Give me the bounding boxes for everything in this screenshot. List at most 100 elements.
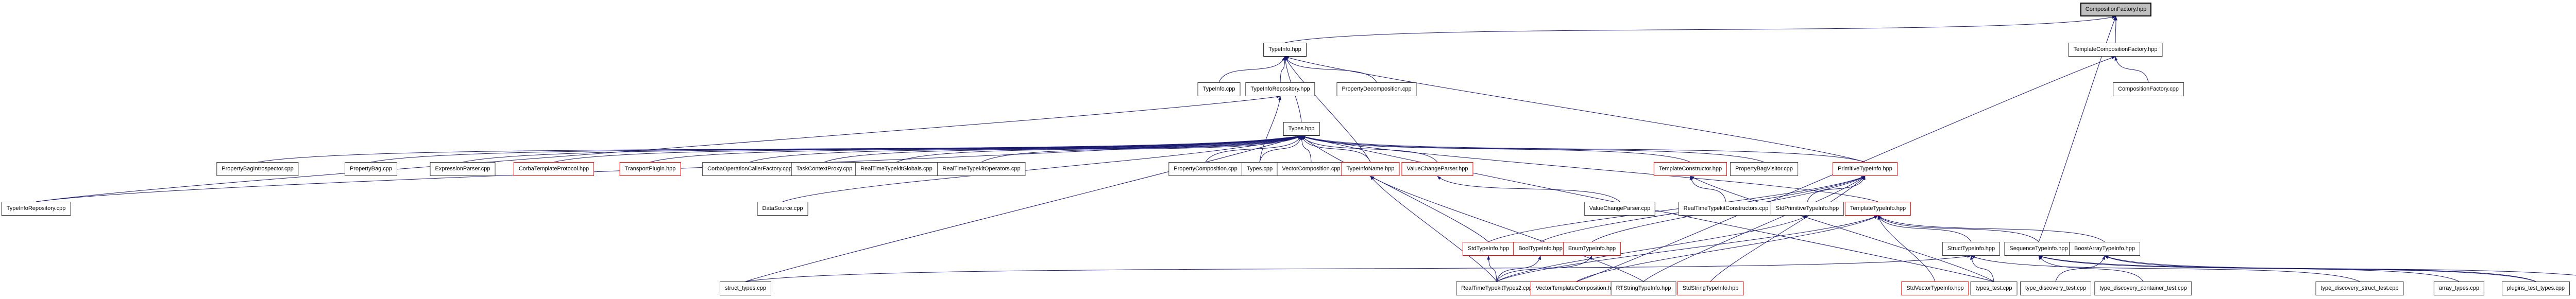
graph-node-ep-cpp[interactable]: ExpressionParser.cpp — [430, 162, 496, 176]
graph-node-rto-cpp[interactable]: RealTimeTypekitOperators.cpp — [937, 162, 1026, 176]
graph-node-stdstring-hpp[interactable]: StdStringTypeInfo.hpp — [1677, 282, 1744, 295]
include-edge — [1970, 255, 1994, 282]
include-edge — [1300, 135, 1312, 163]
include-edge — [1689, 175, 1726, 202]
graph-node-pb-cpp[interactable]: PropertyBag.cpp — [345, 162, 397, 176]
include-edge — [1284, 56, 1371, 163]
include-edge — [1259, 96, 1282, 163]
graph-node-prop-decomp-cpp[interactable]: PropertyDecomposition.cpp — [1336, 82, 1417, 96]
include-edge — [1301, 135, 1371, 163]
graph-node-tp-hpp[interactable]: TransportPlugin.hpp — [619, 162, 681, 176]
graph-node-tti-hpp[interactable]: TemplateTypeInfo.hpp — [1844, 202, 1911, 216]
graph-node-rtg-cpp[interactable]: RealTimeTypekitGlobals.cpp — [855, 162, 938, 176]
include-edge — [1496, 215, 1808, 282]
include-edge — [2104, 255, 2460, 282]
graph-node-tcp-cpp[interactable]: TaskContextProxy.cpp — [791, 162, 858, 176]
graph-node-tmpl-comp-factory-hpp[interactable]: TemplateCompositionFactory.hpp — [2068, 43, 2163, 57]
graph-node-pbv-cpp[interactable]: PropertyBagVisitor.cpp — [1730, 162, 1798, 176]
graph-node-ctp-hpp[interactable]: CorbaTemplateProtocol.hpp — [513, 162, 595, 176]
graph-node-vc-cpp[interactable]: VectorComposition.cpp — [1277, 162, 1346, 176]
include-edge — [1710, 175, 1866, 282]
include-edge — [1877, 215, 2105, 242]
include-edge — [896, 135, 1302, 163]
graph-node-tdt-cpp[interactable]: type_discovery_test.cpp — [2020, 282, 2092, 295]
include-edge — [1488, 175, 1866, 242]
graph-node-pc-cpp[interactable]: PropertyComposition.cpp — [1168, 162, 1243, 176]
graph-node-vcp-hpp[interactable]: ValueChangeParser.hpp — [1401, 162, 1473, 176]
graph-node-ptt-cpp[interactable]: plugins_test_types.cpp — [2502, 282, 2570, 295]
graph-node-bool-ti-hpp[interactable]: BoolTypeInfo.hpp — [1513, 242, 1568, 256]
include-edge — [2038, 255, 2144, 282]
graph-node-vcp-cpp[interactable]: ValueChangeParser.cpp — [1584, 202, 1656, 216]
graph-node-pti-hpp[interactable]: PrimitiveTypeInfo.hpp — [1833, 162, 1897, 176]
graph-node-types-hpp[interactable]: Types.hpp — [1283, 122, 1320, 136]
include-edge — [1576, 215, 1878, 282]
graph-node-array-types-cpp[interactable]: array_types.cpp — [2433, 282, 2485, 295]
include-edge — [370, 135, 1302, 163]
include-edge — [1690, 175, 1994, 282]
graph-node-tc-hpp[interactable]: TemplateConstructor.hpp — [1653, 162, 1727, 176]
include-edge — [1284, 56, 1377, 83]
include-edge — [1496, 255, 1541, 282]
include-edge — [257, 135, 1302, 163]
graph-node-typeinfo-repo-hpp[interactable]: TypeInfoRepository.hpp — [1245, 82, 1315, 96]
include-edge — [2104, 255, 2536, 282]
include-edge — [1877, 215, 2039, 242]
graph-node-rtc-cpp[interactable]: RealTimeTypekitConstructors.cpp — [1678, 202, 1774, 216]
graph-node-typeinfo-hpp[interactable]: TypeInfo.hpp — [1263, 43, 1307, 57]
include-edge — [745, 135, 1302, 282]
include-edge — [1205, 135, 1302, 163]
graph-node-types-cpp[interactable]: Types.cpp — [1241, 162, 1278, 176]
graph-node-tdct-cpp[interactable]: type_discovery_container_test.cpp — [2094, 282, 2192, 295]
graph-node-vtc-hpp[interactable]: VectorTemplateComposition.hpp — [1530, 282, 1623, 295]
include-edge — [1370, 175, 1497, 282]
graph-node-tir-cpp[interactable]: TypeInfoRepository.cpp — [1, 202, 71, 216]
include-edge — [1280, 56, 1286, 83]
graph-node-tdst-cpp[interactable]: type_discovery_struct_test.cpp — [2315, 282, 2404, 295]
include-edge — [2114, 56, 2149, 83]
graph-node-comp-factory-hpp[interactable]: CompositionFactory.hpp — [2080, 3, 2152, 16]
include-edge — [745, 255, 1972, 282]
include-edge — [1643, 175, 1866, 282]
graph-node-struct-types-cpp[interactable]: struct_types.cpp — [719, 282, 772, 295]
include-edge — [749, 135, 1302, 163]
include-edge — [1259, 135, 1302, 163]
graph-node-seq-ti-hpp[interactable]: SequenceTypeInfo.hpp — [2004, 242, 2073, 256]
include-edge — [1971, 255, 2360, 282]
graph-node-typeinfo-cpp[interactable]: TypeInfo.cpp — [1197, 82, 1241, 96]
graph-node-types-test-cpp[interactable]: types_test.cpp — [1970, 282, 2018, 295]
graph-node-struct-ti-hpp[interactable]: StructTypeInfo.hpp — [1942, 242, 2001, 256]
include-edge — [782, 135, 1302, 202]
include-edge — [1487, 255, 1497, 282]
include-edge — [1301, 135, 1489, 242]
graph-node-enum-ti-hpp[interactable]: EnumTypeInfo.hpp — [1563, 242, 1621, 256]
include-edge — [1370, 175, 1644, 282]
graph-node-cocf-cpp[interactable]: CorbaOperationCallerFactory.cpp — [702, 162, 797, 176]
include-edge — [1877, 215, 1972, 242]
include-edge — [1284, 56, 1866, 163]
graph-node-ds-cpp[interactable]: DataSource.cpp — [757, 202, 808, 216]
include-edge — [1218, 56, 1285, 83]
include-edge — [36, 95, 1281, 202]
graph-node-boost-ti-hpp[interactable]: BoostArrayTypeInfo.hpp — [2069, 242, 2141, 256]
include-edge — [1877, 215, 1936, 282]
include-edge — [553, 135, 1302, 163]
include-edge — [1496, 215, 1878, 282]
include-edge — [462, 135, 1302, 163]
include-edge — [1301, 135, 1438, 163]
graph-node-spti-hpp[interactable]: StdPrimitiveTypeInfo.hpp — [1770, 202, 1844, 216]
graph-node-std-ti-hpp[interactable]: StdTypeInfo.hpp — [1462, 242, 1515, 256]
graph-node-tin-hpp[interactable]: TypeInfoName.hpp — [1341, 162, 1400, 176]
graph-node-stdvector-hpp[interactable]: StdVectorTypeInfo.hpp — [1901, 282, 1969, 295]
include-edge — [1496, 255, 1592, 282]
include-edge — [1301, 135, 1765, 163]
graph-node-comp-factory-cpp[interactable]: CompositionFactory.cpp — [2113, 82, 2184, 96]
include-edge — [1807, 175, 1866, 202]
include-edge — [981, 135, 1302, 163]
include-edge — [2114, 16, 2117, 43]
graph-node-pbi-cpp[interactable]: PropertyBagIntrospector.cpp — [216, 162, 299, 176]
graph-node-rtt2-cpp[interactable]: RealTimeTypekitTypes2.cpp — [1456, 282, 1537, 295]
graph-node-rtstring-hpp[interactable]: RTStringTypeInfo.hpp — [1611, 282, 1676, 295]
